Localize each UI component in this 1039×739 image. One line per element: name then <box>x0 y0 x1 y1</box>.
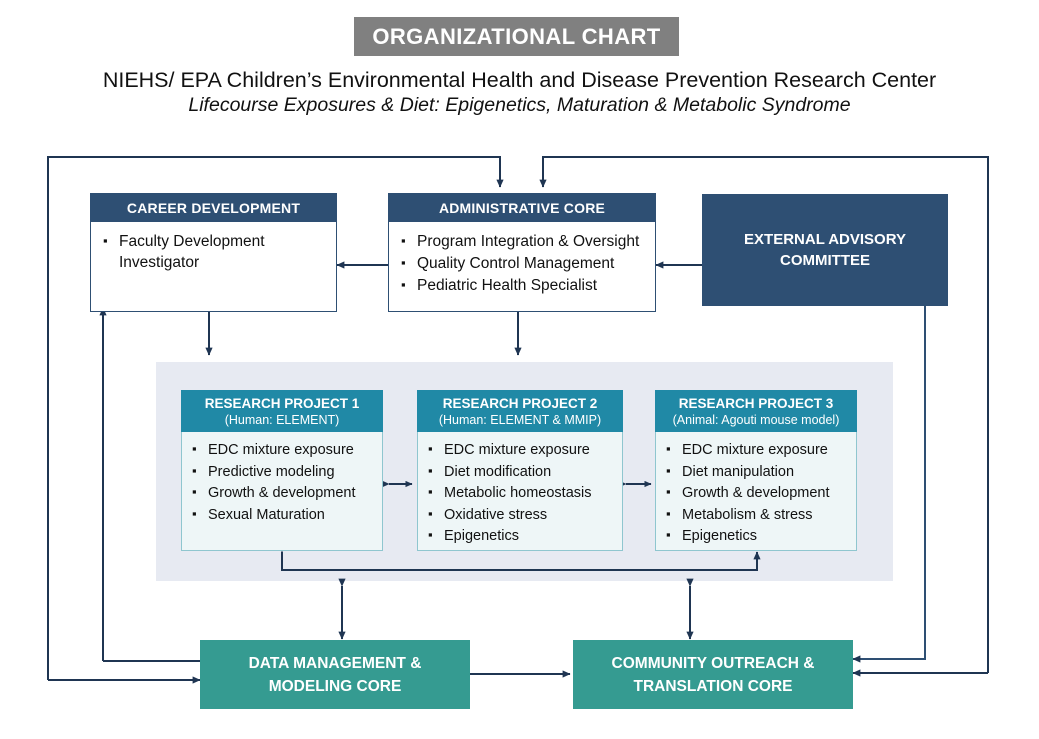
research-project-1-subtitle: (Human: ELEMENT) <box>224 412 340 427</box>
research-project-2-body: EDC mixture exposure Diet modification M… <box>417 432 623 551</box>
research-project-2-header: RESEARCH PROJECT 2 (Human: ELEMENT & MMI… <box>417 390 623 432</box>
center-name-line: NIEHS/ EPA Children’s Environmental Heal… <box>102 68 937 92</box>
external-advisory-committee-box[interactable]: EXTERNAL ADVISORY COMMITTEE <box>702 194 948 306</box>
career-development-list: Faculty Development Investigator <box>103 230 326 273</box>
list-item: Diet modification <box>428 461 614 483</box>
list-item: Sexual Maturation <box>192 504 374 526</box>
career-development-body: Faculty Development Investigator <box>90 222 337 312</box>
research-project-2-title: RESEARCH PROJECT 2 <box>442 395 598 411</box>
research-project-2-subtitle: (Human: ELEMENT & MMIP) <box>438 412 602 427</box>
research-project-3-body: EDC mixture exposure Diet manipulation G… <box>655 432 857 551</box>
list-item: Growth & development <box>666 482 848 504</box>
research-project-1-header: RESEARCH PROJECT 1 (Human: ELEMENT) <box>181 390 383 432</box>
chart-title-banner: ORGANIZATIONAL CHART <box>354 17 679 56</box>
list-item: Faculty Development Investigator <box>103 230 326 273</box>
research-project-2-list: EDC mixture exposure Diet modification M… <box>428 439 614 547</box>
community-outreach-core-line2: TRANSLATION CORE <box>633 677 793 695</box>
list-item: Oxidative stress <box>428 504 614 526</box>
center-theme-line: Lifecourse Exposures & Diet: Epigenetics… <box>188 94 851 116</box>
research-project-1-list: EDC mixture exposure Predictive modeling… <box>192 439 374 526</box>
list-item: EDC mixture exposure <box>428 439 614 461</box>
data-management-core-line2: MODELING CORE <box>268 677 402 695</box>
list-item: Diet manipulation <box>666 461 848 483</box>
external-advisory-line2: COMMITTEE <box>780 252 870 269</box>
career-development-box[interactable]: CAREER DEVELOPMENT Faculty Development I… <box>90 193 337 312</box>
research-project-3-header: RESEARCH PROJECT 3 (Animal: Agouti mouse… <box>655 390 857 432</box>
external-advisory-line1: EXTERNAL ADVISORY <box>744 231 906 248</box>
administrative-core-body: Program Integration & Oversight Quality … <box>388 222 656 312</box>
administrative-core-title: ADMINISTRATIVE CORE <box>438 199 606 216</box>
list-item: Growth & development <box>192 482 374 504</box>
research-project-3-title: RESEARCH PROJECT 3 <box>678 395 834 411</box>
research-project-3-box[interactable]: RESEARCH PROJECT 3 (Animal: Agouti mouse… <box>655 390 857 551</box>
administrative-core-box[interactable]: ADMINISTRATIVE CORE Program Integration … <box>388 193 656 312</box>
research-project-3-list: EDC mixture exposure Diet manipulation G… <box>666 439 848 547</box>
chart-title: ORGANIZATIONAL CHART <box>372 23 661 49</box>
data-management-core-box[interactable]: DATA MANAGEMENT & MODELING CORE <box>200 640 470 709</box>
list-item: Epigenetics <box>666 525 848 547</box>
community-outreach-core-box[interactable]: COMMUNITY OUTREACH & TRANSLATION CORE <box>573 640 853 709</box>
community-outreach-core-line1: COMMUNITY OUTREACH & <box>611 654 815 672</box>
research-project-1-body: EDC mixture exposure Predictive modeling… <box>181 432 383 551</box>
list-item: EDC mixture exposure <box>192 439 374 461</box>
administrative-core-header: ADMINISTRATIVE CORE <box>388 193 656 222</box>
list-item: Pediatric Health Specialist <box>401 274 645 296</box>
list-item: Program Integration & Oversight <box>401 230 645 252</box>
list-item: Epigenetics <box>428 525 614 547</box>
list-item: Predictive modeling <box>192 461 374 483</box>
list-item: EDC mixture exposure <box>666 439 848 461</box>
career-development-header: CAREER DEVELOPMENT <box>90 193 337 222</box>
data-management-core-line1: DATA MANAGEMENT & <box>248 654 422 672</box>
research-project-1-box[interactable]: RESEARCH PROJECT 1 (Human: ELEMENT) EDC … <box>181 390 383 551</box>
list-item: Quality Control Management <box>401 252 645 274</box>
research-project-2-box[interactable]: RESEARCH PROJECT 2 (Human: ELEMENT & MMI… <box>417 390 623 551</box>
list-item: Metabolism & stress <box>666 504 848 526</box>
administrative-core-list: Program Integration & Oversight Quality … <box>401 230 645 296</box>
research-project-1-title: RESEARCH PROJECT 1 <box>204 395 360 411</box>
career-development-title: CAREER DEVELOPMENT <box>126 199 301 216</box>
list-item: Metabolic homeostasis <box>428 482 614 504</box>
research-project-3-subtitle: (Animal: Agouti mouse model) <box>672 412 840 427</box>
